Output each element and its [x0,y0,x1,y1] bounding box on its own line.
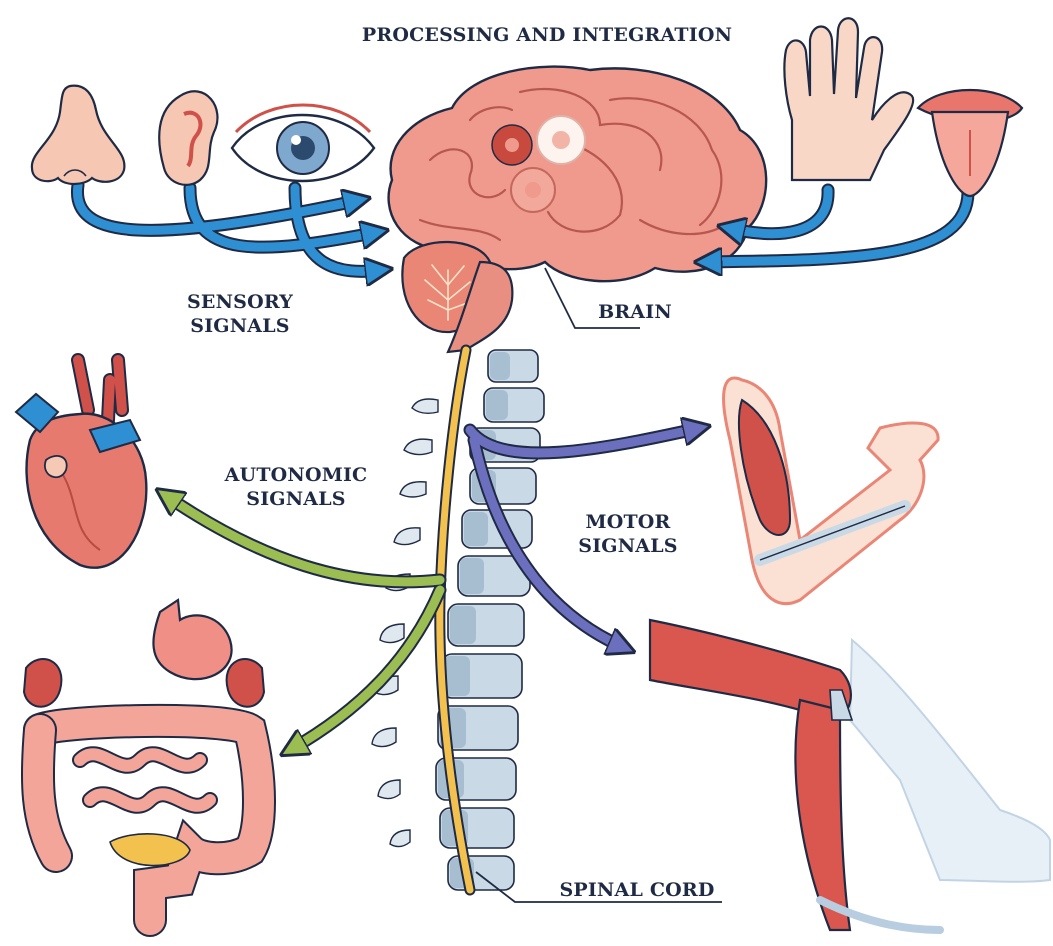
tongue-icon [918,90,1022,196]
motor-signals-label-line2: SIGNALS [566,534,690,558]
diagram-title: PROCESSING AND INTEGRATION [346,23,748,47]
sensory-signals-label-line1: SENSORY [170,290,310,314]
brain-label: BRAIN [590,300,680,324]
gear-icon [492,125,532,165]
nose-icon [32,86,125,184]
heart-icon [16,360,146,568]
gear-icon [511,168,555,212]
digestive-system-icon [24,600,264,920]
gear-icon [537,116,585,164]
ear-icon [159,91,217,185]
spinal-cord-label: SPINAL CORD [552,878,722,902]
sensory-signals-label-line2: SIGNALS [170,314,310,338]
autonomic-signals-label-line2: SIGNALS [218,487,374,511]
autonomic-signals-label: AUTONOMIC SIGNALS [218,463,374,511]
hand-icon [784,18,913,180]
autonomic-signals-label-line1: AUTONOMIC [218,463,374,487]
arm-icon [724,378,939,604]
brain-icon [389,67,767,352]
motor-signals-label: MOTOR SIGNALS [566,510,690,558]
sensory-signals-label: SENSORY SIGNALS [170,290,310,338]
eye-icon [232,105,374,181]
autonomic-arrow-gut [290,590,440,750]
motor-signals-label-line1: MOTOR [566,510,690,534]
